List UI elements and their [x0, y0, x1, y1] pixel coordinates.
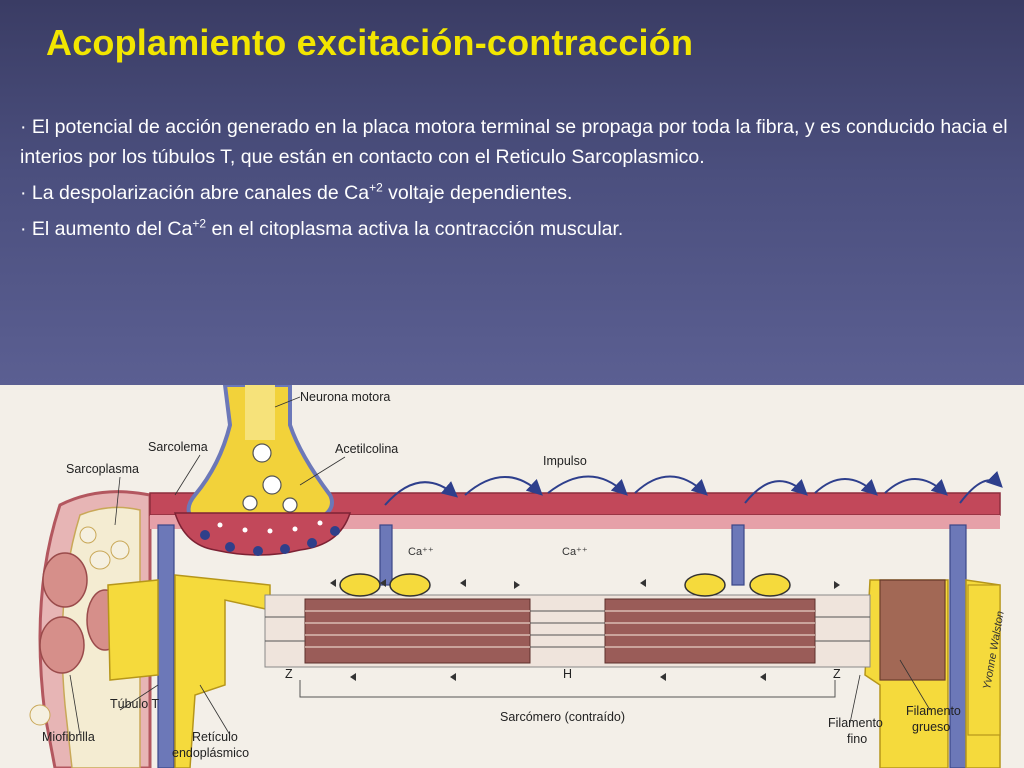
label-ca-left: Ca⁺⁺	[408, 546, 434, 558]
slide-title: Acoplamiento excitación-contracción	[46, 22, 694, 63]
label-z-right: Z	[833, 667, 841, 681]
label-z-left: Z	[285, 667, 293, 681]
motor-neuron	[186, 385, 334, 527]
muscle-fiber-diagram: Neurona motora Sarcolema Sarcoplasma Ace…	[0, 385, 1024, 768]
bullet-text: voltaje dependientes.	[382, 182, 573, 204]
label-miofibrilla: Miofibrilla	[42, 730, 95, 744]
label-sarcomero: Sarcómero (contraído)	[500, 710, 625, 724]
label-filamento-fino-line1: Filamento	[828, 716, 883, 730]
bullet-marker: ·	[20, 116, 32, 138]
label-filamento-grueso-line1: Filamento	[906, 704, 961, 718]
t-tubules	[157, 524, 967, 768]
label-sarcolema: Sarcolema	[148, 440, 208, 454]
label-acetilcolina: Acetilcolina	[335, 442, 398, 456]
label-filamento-grueso-line2: grueso	[912, 720, 950, 734]
label-leader-lines	[69, 396, 931, 736]
diagram-svg: Neurona motora Sarcolema Sarcoplasma Ace…	[29, 385, 1007, 768]
label-neurona-motora: Neurona motora	[300, 390, 390, 404]
label-h-zone: H	[563, 667, 572, 681]
label-ca-right: Ca⁺⁺	[562, 546, 588, 558]
slide-background	[0, 0, 1024, 385]
sarcolemma-inner	[150, 515, 1000, 529]
bullet-text: La despolarización abre canales de Ca	[31, 182, 370, 204]
synaptic-cleft	[173, 512, 352, 556]
label-tubulo-t: Túbulo T	[110, 697, 159, 711]
right-sr-cross-section	[879, 579, 1001, 736]
cross-section-myofibrils	[29, 526, 130, 726]
label-reticulo-line1: Retículo	[192, 730, 238, 744]
bullet-marker: ·	[20, 218, 32, 240]
label-filamento-fino-line2: fino	[847, 732, 867, 746]
myofibril	[264, 579, 871, 681]
label-reticulo-line2: endoplásmico	[172, 746, 249, 760]
bullet-superscript: +2	[369, 180, 383, 195]
impulse-arrows	[384, 470, 1003, 506]
bullet-text: en el citoplasma activa la contracción m…	[206, 218, 624, 240]
bullet-text: El potencial de acción generado en la pl…	[20, 116, 1008, 168]
bullet-superscript: +2	[192, 216, 207, 231]
bullet-text: El aumento del Ca	[31, 218, 193, 240]
label-impulso: Impulso	[543, 454, 587, 468]
bullet-item: · El potencial de acción generado en la …	[20, 112, 1010, 172]
bullet-list: · El potencial de acción generado en la …	[20, 112, 1010, 250]
label-sarcoplasma: Sarcoplasma	[66, 462, 139, 476]
ca-release-sites	[339, 573, 791, 597]
bullet-item: · La despolarización abre canales de Ca+…	[20, 178, 1010, 208]
bullet-item: · El aumento del Ca+2 en el citoplasma a…	[20, 214, 1010, 244]
sarcomere-bracket	[299, 680, 836, 698]
bullet-marker: ·	[20, 182, 32, 204]
